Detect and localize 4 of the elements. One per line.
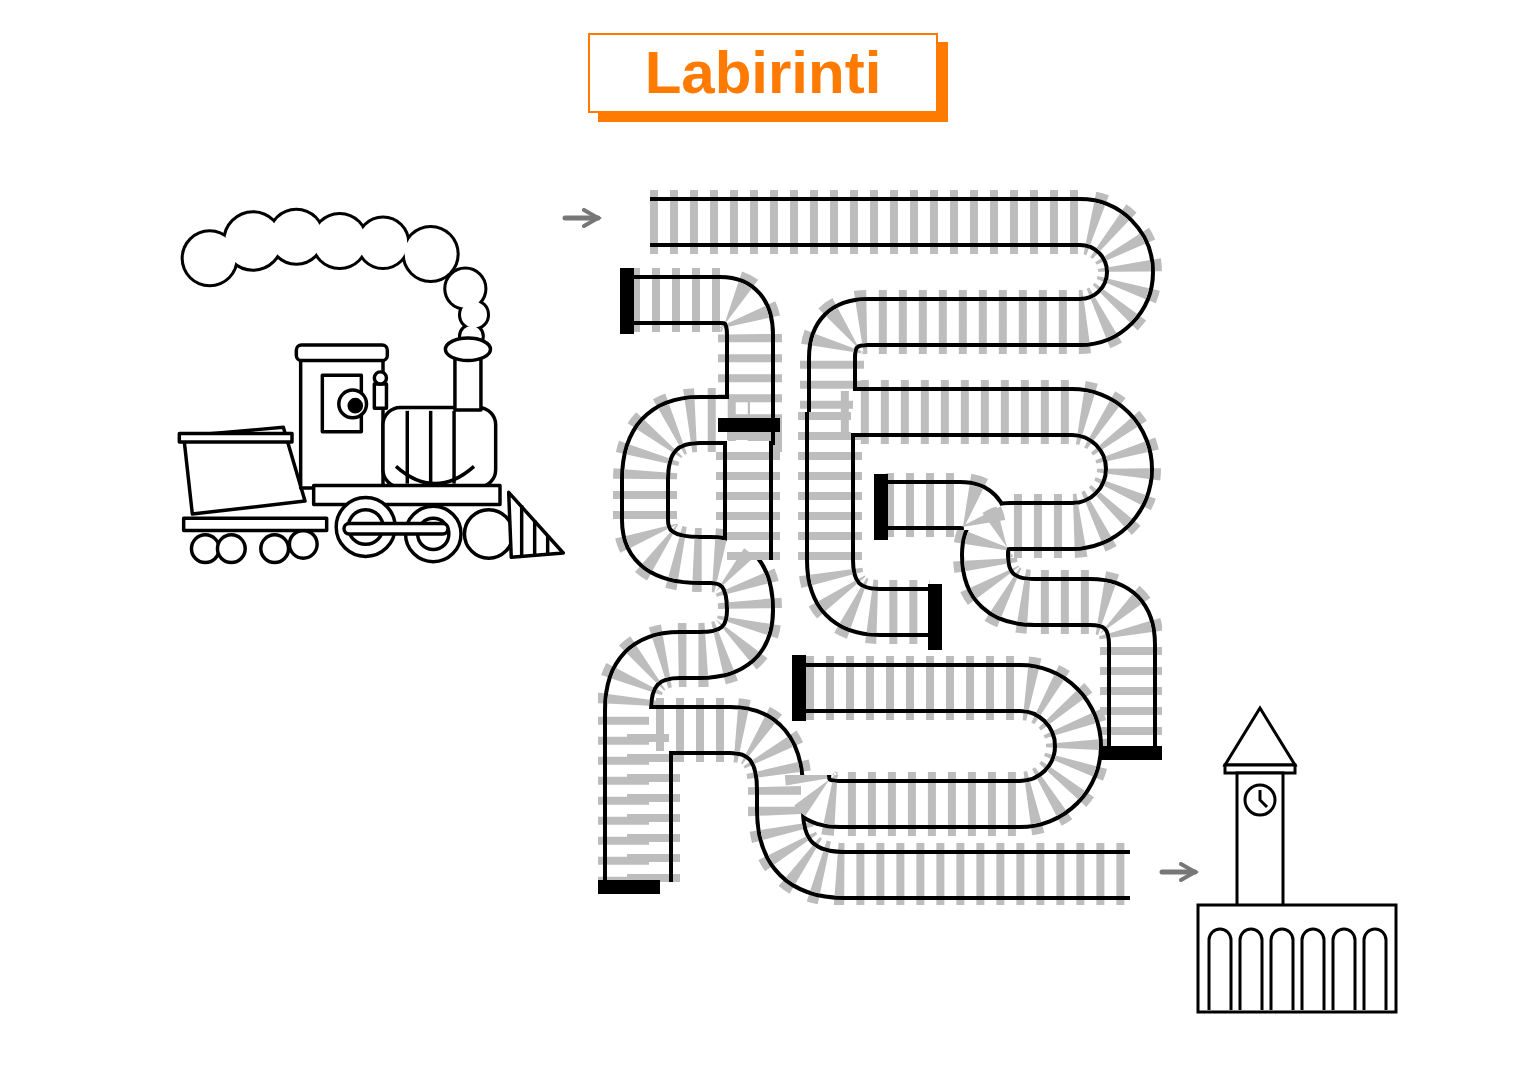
arrow <box>1159 862 1198 882</box>
clock-tower-station-drawing <box>1195 705 1400 1015</box>
railway-maze-drawing <box>598 188 1162 905</box>
arrow <box>562 208 601 228</box>
